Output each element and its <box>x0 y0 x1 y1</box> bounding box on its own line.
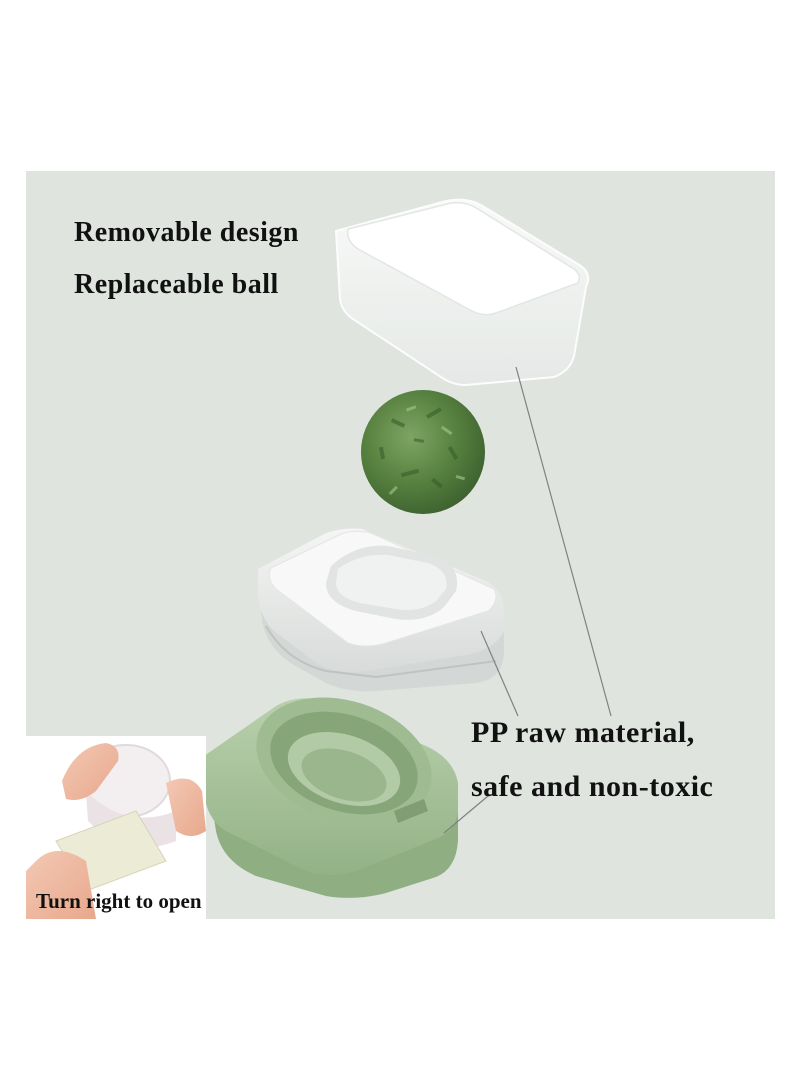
hands-inset-photo <box>26 736 206 919</box>
green-base <box>204 697 458 898</box>
exploded-product-illustration <box>26 198 612 919</box>
headline-removable-design: Removable design <box>74 217 299 248</box>
material-label-line2: safe and non-toxic <box>471 770 714 803</box>
catnip-ball <box>361 390 485 514</box>
material-label-line1: PP raw material, <box>471 716 695 749</box>
headline-replaceable-ball: Replaceable ball <box>74 269 279 300</box>
product-panel: Removable design Replaceable ball PP raw… <box>26 171 775 919</box>
inset-caption: Turn right to open <box>36 889 202 913</box>
leader-lines <box>443 366 612 834</box>
transparent-lid <box>334 198 590 387</box>
white-ring-holder <box>258 528 504 692</box>
